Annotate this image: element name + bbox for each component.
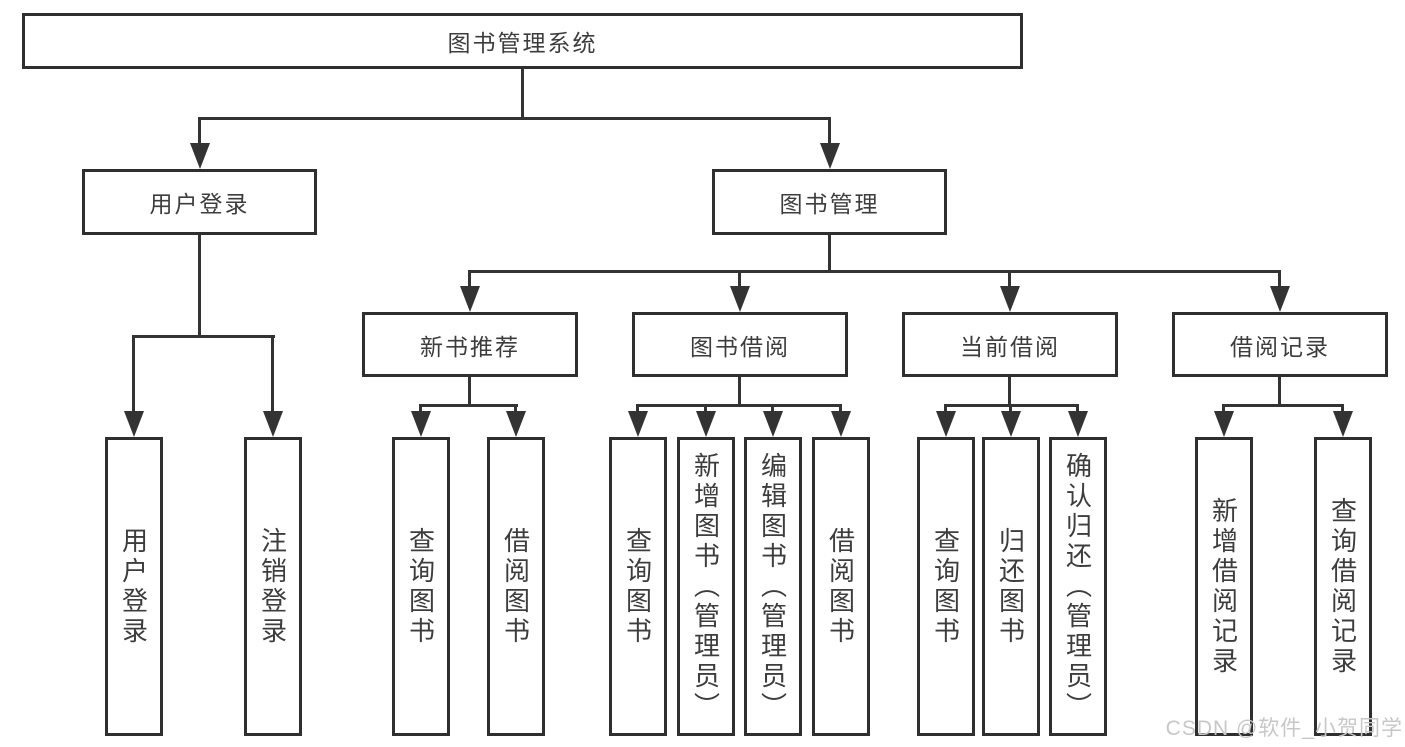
edge-root-to-login-stem — [198, 117, 201, 145]
edge-records-distributor — [1222, 404, 1344, 407]
edge-root-distributor — [198, 117, 831, 120]
edge-current-child2-stem — [1009, 404, 1012, 413]
node-user-login: 用户登录 — [82, 169, 317, 235]
leaf-user-login: 用户登录 — [105, 437, 163, 736]
node-book-borrowing: 图书借阅 — [632, 312, 848, 377]
edge-mgmt-to-records-stem — [1278, 270, 1281, 288]
arrowhead-to-leaf-borrow-books — [831, 411, 851, 437]
arrowhead-to-leaf-add-record — [1214, 411, 1234, 437]
leaf-add-borrow-record: 新增借阅记录 — [1195, 437, 1253, 736]
arrowhead-to-leaf-borrow-recommend — [506, 411, 526, 437]
edge-current-child1-stem — [944, 404, 947, 413]
node-borrowing-records: 借阅记录 — [1172, 312, 1388, 377]
leaf-logout: 注销登录 — [244, 437, 302, 736]
edge-login-distributor — [132, 335, 275, 338]
edge-mgmt-stem — [828, 235, 831, 273]
edge-recommend-child2-stem — [514, 404, 517, 413]
leaf-query-books-borrow: 查询图书 — [609, 437, 667, 736]
arrowhead-to-leaf-query-recommend — [411, 411, 431, 437]
edge-records-child2-stem — [1341, 404, 1344, 413]
leaf-borrow-books: 借阅图书 — [812, 437, 870, 736]
edge-mgmt-distributor — [468, 270, 1281, 273]
node-book-management: 图书管理 — [712, 169, 947, 235]
edge-current-child3-stem — [1076, 404, 1079, 413]
leaf-return-books: 归还图书 — [982, 437, 1040, 736]
edge-mgmt-to-current-stem — [1008, 270, 1011, 288]
arrowhead-to-leaf-query-current — [936, 411, 956, 437]
arrowhead-to-borrowing-records — [1270, 286, 1290, 312]
edge-borrow-child3-stem — [771, 404, 774, 413]
edge-login-child2-stem — [271, 335, 274, 413]
edge-mgmt-to-recommend-stem — [468, 270, 471, 288]
edge-current-stem — [1008, 377, 1011, 407]
edge-recommend-distributor — [419, 404, 518, 407]
arrowhead-to-user-login — [190, 143, 210, 169]
arrowhead-to-leaf-user-login — [124, 411, 144, 437]
leaf-add-books-admin: 新增图书（管理员） — [677, 437, 735, 736]
arrowhead-to-leaf-logout — [263, 411, 283, 437]
edge-borrow-distributor — [636, 404, 842, 407]
node-current-borrowing: 当前借阅 — [902, 312, 1118, 377]
arrowhead-to-new-book-recommend — [460, 286, 480, 312]
edge-mgmt-to-borrow-stem — [738, 270, 741, 288]
arrowhead-to-leaf-return-books — [1001, 411, 1021, 437]
leaf-borrow-books-recommend: 借阅图书 — [487, 437, 545, 736]
arrowhead-to-leaf-confirm-return — [1068, 411, 1088, 437]
arrowhead-to-book-borrowing — [730, 286, 750, 312]
edge-borrow-child4-stem — [839, 404, 842, 413]
arrowhead-to-current-borrowing — [1000, 286, 1020, 312]
edge-recommend-stem — [468, 377, 471, 407]
edge-root-stem — [521, 69, 524, 117]
csdn-watermark: CSDN @软件_小贺同学 — [1165, 717, 1403, 740]
leaf-query-borrow-record: 查询借阅记录 — [1314, 437, 1372, 736]
leaf-confirm-return-admin: 确认归还（管理员） — [1049, 437, 1107, 736]
edge-records-child1-stem — [1222, 404, 1225, 413]
edge-login-child1-stem — [132, 335, 135, 413]
leaf-query-books-current: 查询图书 — [917, 437, 975, 736]
arrowhead-to-book-management — [820, 143, 840, 169]
edge-root-to-mgmt-stem — [828, 117, 831, 145]
leaf-edit-books-admin: 编辑图书（管理员） — [744, 437, 802, 736]
node-new-book-recommend: 新书推荐 — [362, 312, 578, 377]
edge-borrow-stem — [738, 377, 741, 407]
edge-recommend-child1-stem — [419, 404, 422, 413]
arrowhead-to-leaf-add-books — [696, 411, 716, 437]
arrowhead-to-leaf-edit-books — [763, 411, 783, 437]
edge-borrow-child1-stem — [636, 404, 639, 413]
leaf-query-books-recommend: 查询图书 — [392, 437, 450, 736]
edge-borrow-child2-stem — [704, 404, 707, 413]
arrowhead-to-leaf-query-borrow — [628, 411, 648, 437]
arrowhead-to-leaf-query-record — [1333, 411, 1353, 437]
edge-login-stem — [198, 235, 201, 338]
node-root-library-system: 图书管理系统 — [22, 13, 1023, 69]
edge-records-stem — [1278, 377, 1281, 407]
